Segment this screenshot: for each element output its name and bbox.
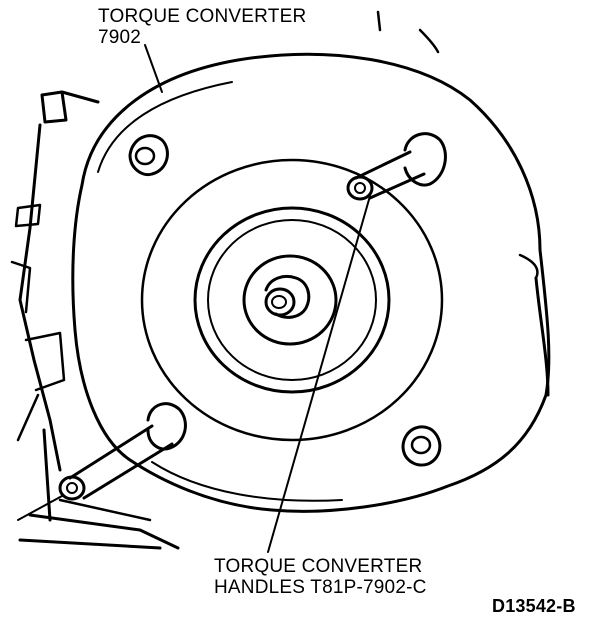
label-torque-converter-line2: 7902 [98,27,142,48]
leader-lines [17,44,371,553]
label-handles: TORQUE CONVERTER HANDLES T81P-7902-C [214,556,427,598]
transmission-housing [10,10,550,550]
label-torque-converter-line1: TORQUE CONVERTER [98,6,307,27]
torque-converter-handle-upper [346,132,447,201]
leader-handle-upper [267,195,371,553]
label-handles-line1: TORQUE CONVERTER [214,556,423,577]
drive-stud-upper-left [128,134,169,177]
figure-code: D13542-B [492,596,576,616]
label-torque-converter: TORQUE CONVERTER 7902 [98,6,306,48]
label-handles-line2: HANDLES T81P-7902-C [214,577,427,598]
torque-converter-body [71,52,551,513]
leader-torque-converter [144,44,163,93]
converter-hub [264,275,311,319]
converter-rings [140,158,444,442]
leader-handle-lower [17,495,63,521]
torque-converter-handle-lower [58,402,187,501]
drive-stud-lower-right [401,425,442,467]
